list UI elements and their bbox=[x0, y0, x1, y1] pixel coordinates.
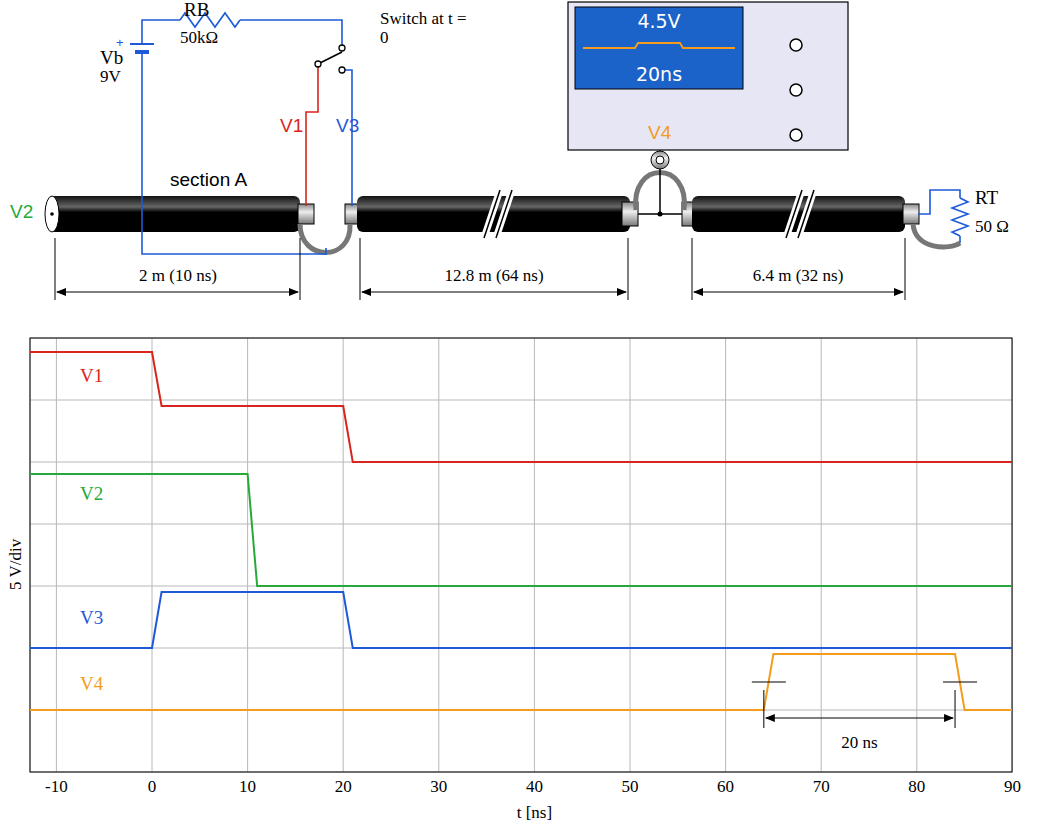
tick-label: 30 bbox=[430, 778, 447, 797]
trace-label: V2 bbox=[80, 484, 103, 505]
switch-blade bbox=[318, 52, 342, 64]
probe-label: V1 bbox=[280, 116, 303, 137]
trace-v1 bbox=[30, 352, 1012, 462]
tick-label: 50 bbox=[622, 778, 639, 797]
scope-screen: 4.5V 20ns bbox=[575, 7, 743, 89]
wires bbox=[142, 20, 960, 254]
probe-label: V2 bbox=[10, 202, 33, 223]
pulse-width: 20 ns bbox=[841, 734, 877, 753]
grid bbox=[30, 338, 1012, 772]
length-dimension: 6.4 m (32 ns) bbox=[753, 267, 844, 286]
battery-name: Vb bbox=[100, 48, 123, 69]
length-dimension: 2 m (10 ns) bbox=[139, 267, 217, 286]
tick-label: 80 bbox=[908, 778, 925, 797]
screen-readout: 20ns bbox=[636, 64, 682, 85]
tick-label: -10 bbox=[45, 778, 68, 797]
measure-marks bbox=[752, 682, 977, 728]
screen-trace bbox=[583, 43, 735, 48]
tick-label: 20 bbox=[335, 778, 352, 797]
oscilloscope-screen bbox=[575, 7, 743, 89]
probe-label: V3 bbox=[336, 116, 359, 137]
shield-braid bbox=[300, 173, 960, 253]
tick-label: 40 bbox=[526, 778, 543, 797]
dimension-lines bbox=[55, 238, 905, 300]
length-dimension: 12.8 m (64 ns) bbox=[444, 267, 543, 286]
resistor-name: RT bbox=[975, 188, 998, 209]
axis-title: t [ns] bbox=[517, 804, 552, 823]
resistor-value: 50 Ω bbox=[975, 218, 1009, 237]
tick-label: 70 bbox=[813, 778, 830, 797]
probe-label: V4 bbox=[648, 123, 671, 144]
tick-label: 90 bbox=[1004, 778, 1021, 797]
trace-label: V1 bbox=[80, 366, 103, 387]
scope-knobs bbox=[790, 39, 802, 141]
trace-label: V3 bbox=[80, 608, 103, 629]
trace-v2 bbox=[30, 474, 1012, 586]
battery-symbol bbox=[130, 43, 154, 45]
trace-v4 bbox=[30, 654, 1012, 710]
oscilloscope-housing bbox=[568, 2, 848, 150]
resistor-name: RB bbox=[184, 0, 209, 21]
resistor-value: 50kΩ bbox=[180, 29, 218, 48]
tick-label: 60 bbox=[717, 778, 734, 797]
coax-cables bbox=[45, 190, 919, 238]
bnc-tee bbox=[651, 151, 669, 169]
battery-value: 9V bbox=[100, 68, 121, 87]
screen-readout: 4.5V bbox=[637, 11, 680, 32]
plot-frame bbox=[30, 338, 1012, 772]
tick-label: 0 bbox=[148, 778, 157, 797]
section-label: section A bbox=[170, 170, 247, 191]
switch-note: Switch at t = 0 bbox=[380, 10, 470, 47]
measure-arrow bbox=[766, 718, 953, 719]
tick-label: 10 bbox=[239, 778, 256, 797]
resistor-symbol bbox=[952, 198, 968, 236]
timing-chart bbox=[30, 338, 1012, 772]
trace-label: V4 bbox=[80, 674, 103, 695]
trace-v3 bbox=[30, 592, 1012, 648]
axis-scale: 5 V/div bbox=[7, 539, 26, 590]
